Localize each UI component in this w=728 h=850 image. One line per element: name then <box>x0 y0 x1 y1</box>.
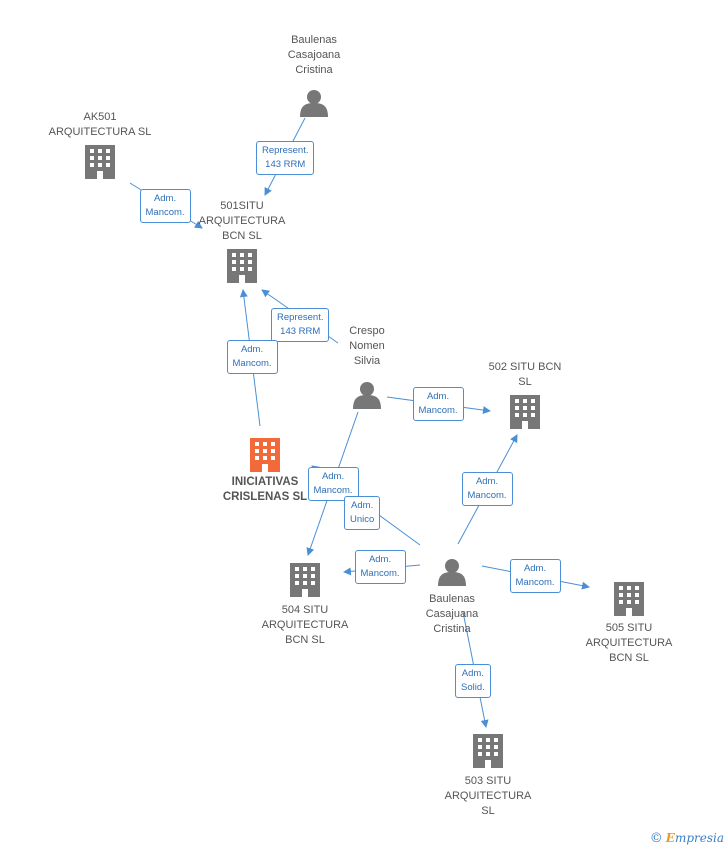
edge-label[interactable]: Adm. Mancom. <box>412 387 464 421</box>
node-label-baulenas_mid[interactable]: Baulenas Casajuana Cristina <box>425 593 479 635</box>
node-label-situ503[interactable]: 503 SITU ARQUITECTURA SL <box>444 775 532 817</box>
brand-name: mpresia <box>674 831 724 845</box>
building-icon-ak501[interactable] <box>85 145 115 179</box>
brand-initial: E <box>665 831 675 845</box>
building-icon-situ504[interactable] <box>290 563 320 597</box>
copyright-symbol: © <box>649 831 663 846</box>
edge-label[interactable]: Represent. 143 RRM <box>271 308 330 342</box>
person-icon-crespo[interactable] <box>353 382 381 409</box>
node-label-situ502[interactable]: 502 SITU BCN SL <box>488 361 562 388</box>
node-label-ak501[interactable]: AK501 ARQUITECTURA SL <box>48 111 152 138</box>
node-label-crespo[interactable]: Crespo Nomen Silvia <box>349 325 385 367</box>
node-label-situ504[interactable]: 504 SITU ARQUITECTURA BCN SL <box>261 604 349 646</box>
edge-label[interactable]: Adm. Mancom. <box>354 550 406 584</box>
node-label-baulenas_top[interactable]: Baulenas Casajoana Cristina <box>287 34 341 76</box>
person-icon-baulenas_mid[interactable] <box>438 559 466 586</box>
building-icon-iniciativas[interactable] <box>250 438 280 472</box>
edge-label[interactable]: Adm. Mancom. <box>226 340 278 374</box>
edge-label[interactable]: Adm. Mancom. <box>461 472 513 506</box>
node-label-iniciativas[interactable]: INICIATIVAS CRISLENAS SL <box>222 476 308 503</box>
building-icon-situ501[interactable] <box>227 249 257 283</box>
building-icon-situ502[interactable] <box>510 395 540 429</box>
building-icon-situ505[interactable] <box>614 582 644 616</box>
edge-label[interactable]: Adm. Unico <box>344 496 381 530</box>
person-icon-baulenas_top[interactable] <box>300 90 328 117</box>
edge-label[interactable]: Adm. Solid. <box>455 664 491 698</box>
edge-label[interactable]: Adm. Mancom. <box>139 189 191 223</box>
node-label-situ505[interactable]: 505 SITU ARQUITECTURA BCN SL <box>585 622 673 664</box>
edge-label[interactable]: Adm. Mancom. <box>307 467 359 501</box>
edge-label[interactable]: Represent. 143 RRM <box>256 141 315 175</box>
building-icon-situ503[interactable] <box>473 734 503 768</box>
edge-label[interactable]: Adm. Mancom. <box>509 559 561 593</box>
watermark: ©Empresia <box>650 831 724 846</box>
node-label-situ501[interactable]: 501SITU ARQUITECTURA BCN SL <box>198 200 286 242</box>
